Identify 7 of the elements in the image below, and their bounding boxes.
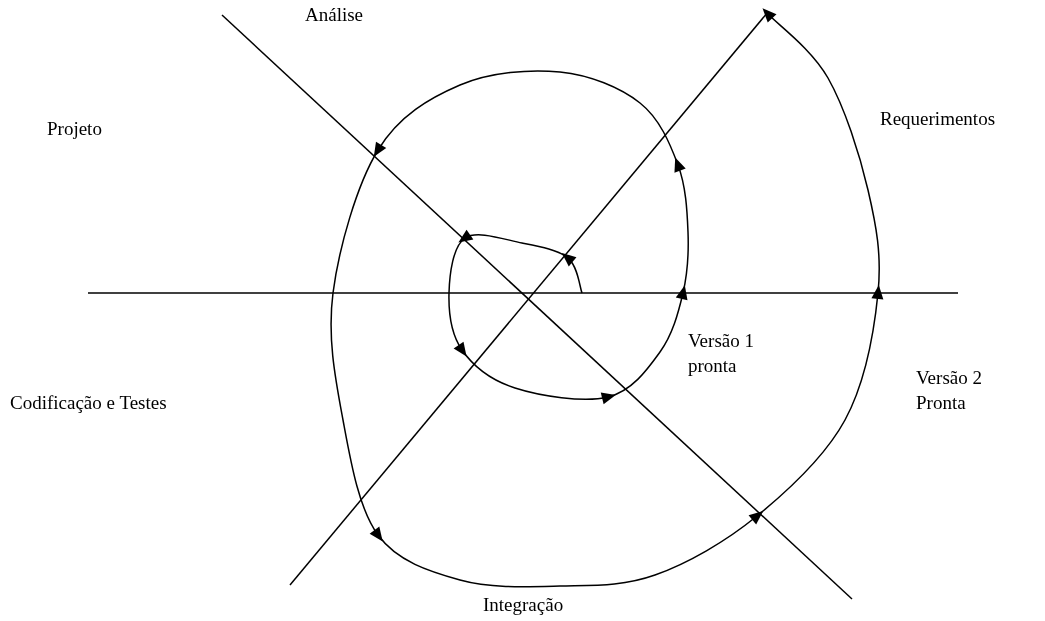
phase-label: Análise bbox=[305, 3, 364, 27]
phase-label: Requerimentos bbox=[880, 107, 996, 131]
phase-label: Projeto bbox=[47, 117, 102, 141]
phase-label: Versão 2 Pronta bbox=[916, 366, 983, 415]
phase-label: Integração bbox=[483, 593, 564, 617]
phase-label: Versão 1 pronta bbox=[688, 329, 755, 378]
phase-label: Codificação e Testes bbox=[10, 391, 167, 415]
